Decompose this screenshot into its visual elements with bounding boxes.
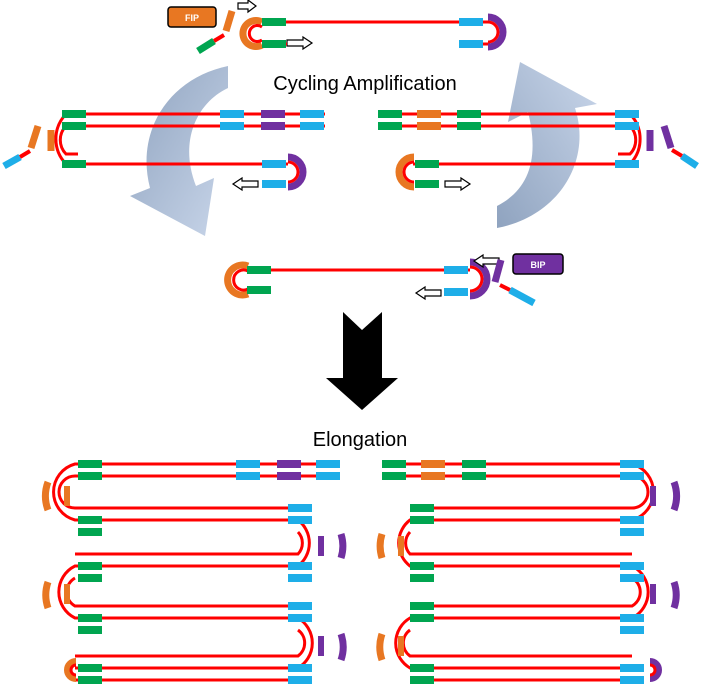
cycling-amplification-label: Cycling Amplification xyxy=(273,73,456,95)
cycle-arrow-left xyxy=(130,66,228,236)
left-middle-structure xyxy=(2,110,325,192)
top-structure: FIP xyxy=(167,0,507,54)
elongation-right-structure xyxy=(376,460,681,684)
elongation-left-structure xyxy=(41,460,347,684)
arrow-right-outline xyxy=(237,0,257,14)
right-middle-structure xyxy=(378,110,699,192)
bip-label-box xyxy=(512,253,564,275)
fip-label: FIP xyxy=(185,13,199,23)
down-arrow xyxy=(326,312,398,410)
bip-label: BIP xyxy=(530,260,545,270)
arrow-right-outline xyxy=(286,35,314,51)
elongation-label: Elongation xyxy=(313,429,408,451)
cycle-arrow-right xyxy=(497,62,597,228)
bottom-cycle-structure: BIP xyxy=(224,253,564,307)
fip-primer xyxy=(196,9,236,54)
arrow-left-outline xyxy=(231,176,259,192)
arrow-right-outline xyxy=(444,176,472,192)
fip-label-box xyxy=(167,6,217,28)
arrow-left-outline xyxy=(414,285,442,301)
